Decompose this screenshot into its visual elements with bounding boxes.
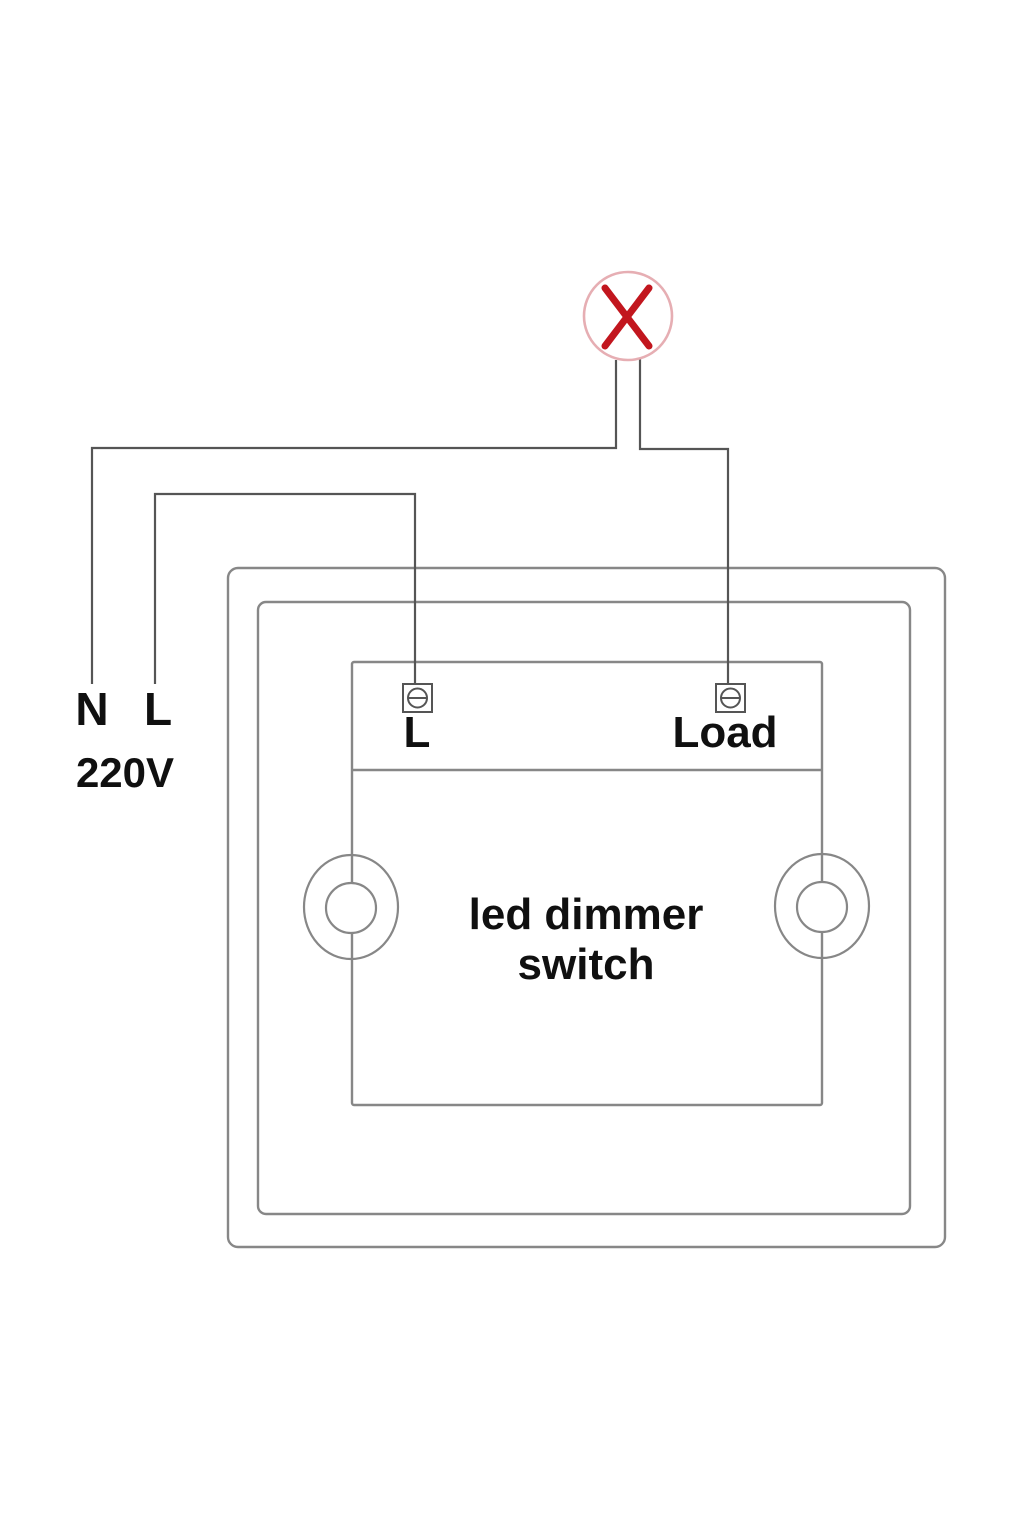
wire-live-to-l-terminal (153, 492, 417, 684)
screw-hole-right-inner-ring (795, 880, 849, 934)
label-voltage: 220V (75, 749, 175, 796)
wire-lamp-to-load-terminal (638, 358, 730, 684)
screw-terminal-icon-live (402, 683, 433, 713)
label-live: L (143, 683, 173, 735)
screw-hole-left-outer-ring (302, 853, 400, 961)
lamp-icon (582, 270, 674, 362)
device-name-line1: led dimmer (468, 890, 704, 939)
screw-hole-icon-left (302, 853, 400, 961)
label-terminal-load: Load (672, 708, 778, 757)
label-neutral: N (75, 683, 109, 735)
screw-hole-icon-right (773, 852, 871, 960)
wall-plate-outer-frame (226, 566, 947, 1249)
lamp-cross-stroke-2 (601, 284, 653, 350)
device-name-line2: switch (517, 940, 655, 989)
screw-terminal-icon-load (715, 683, 746, 713)
wire-lamp-to-neutral (90, 360, 618, 684)
wall-plate-inner-frame (256, 600, 912, 1216)
screw-hole-right-outer-ring (773, 852, 871, 960)
device-name-box: led dimmer switch (409, 838, 763, 1086)
label-terminal-live: L (403, 708, 431, 757)
screw-hole-left-inner-ring (324, 881, 378, 935)
